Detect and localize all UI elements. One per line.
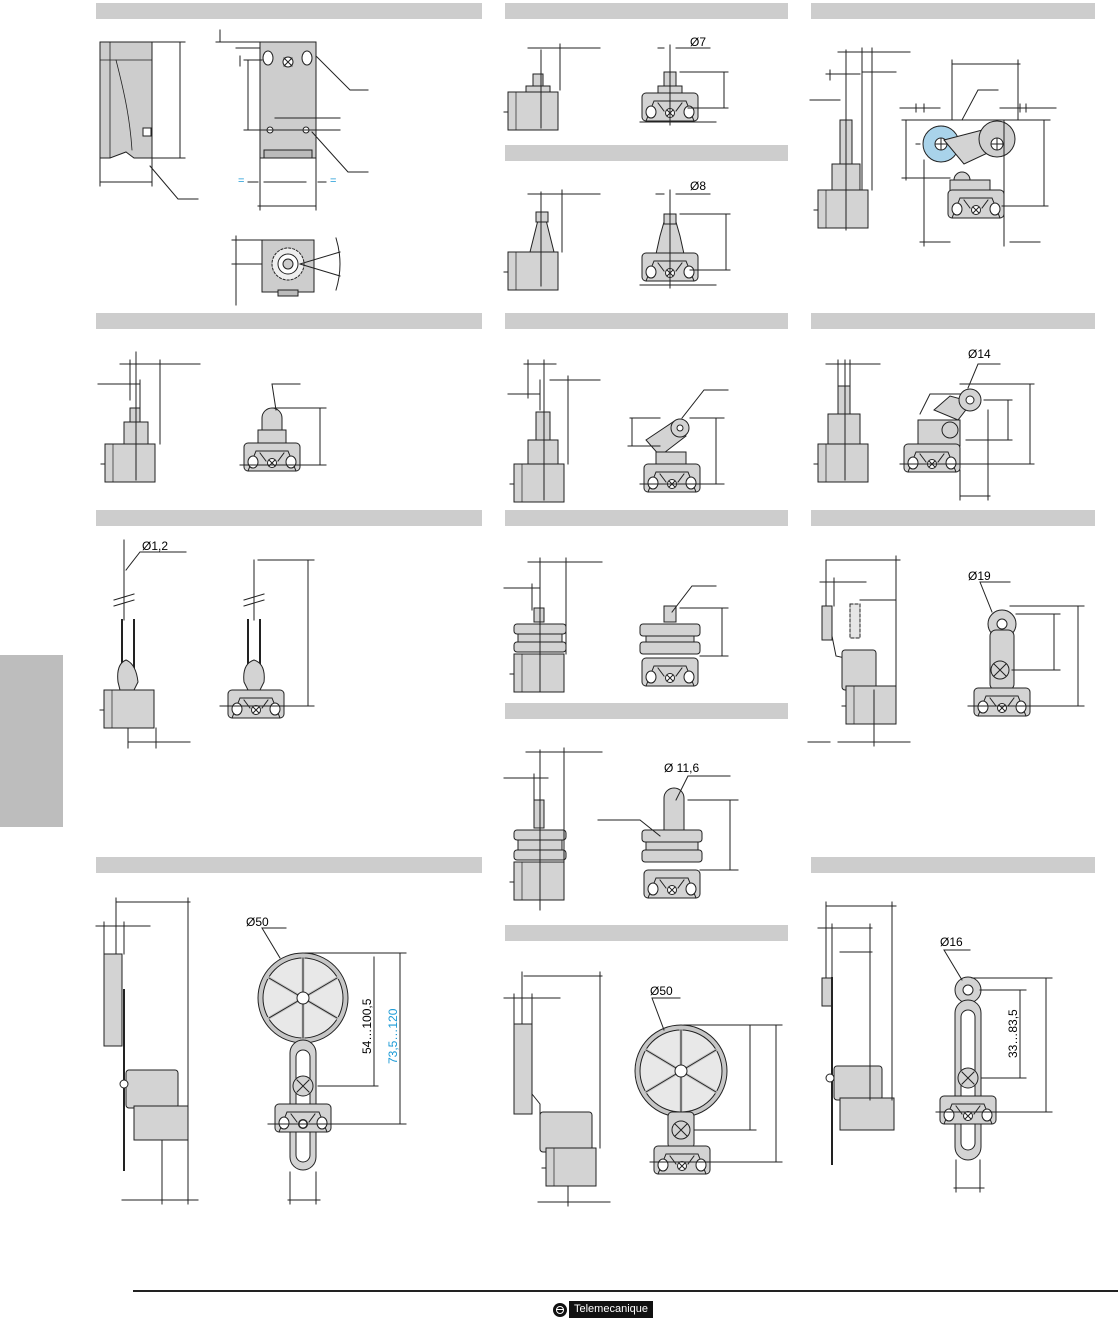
dim-d8: Ø8	[690, 179, 706, 193]
dim-d16: Ø16	[940, 935, 963, 949]
section-header-adjustable-wheel	[96, 857, 482, 873]
adjustable-roller-front	[935, 949, 1053, 1193]
adjustable-wheel-side	[95, 897, 199, 1205]
equal-sign-left: =	[238, 175, 244, 187]
threaded-roller-side	[503, 747, 603, 911]
rod-lever-front	[967, 581, 1085, 717]
section-header-threaded-roller	[505, 703, 788, 719]
threaded-plunger-side	[503, 557, 603, 693]
section-header-threaded-plunger	[505, 510, 788, 526]
telemecanique-logo-icon	[553, 1302, 567, 1317]
equal-sign-right: =	[330, 175, 336, 187]
boot-plunger-front	[639, 189, 731, 289]
wheel-lever-front	[634, 997, 783, 1175]
section-header-boot-plunger	[505, 145, 788, 161]
side-tab	[0, 655, 63, 827]
roller-plunger-side	[97, 351, 201, 483]
spring-rod-front	[219, 559, 315, 719]
roller-lever-plunger-side	[507, 359, 601, 503]
roller-plunger-front	[239, 383, 327, 472]
spring-rod-side	[99, 539, 191, 749]
pin-plunger-side	[503, 43, 601, 131]
dim-d1-2: Ø1,2	[142, 539, 168, 553]
pin-plunger-front	[639, 44, 729, 126]
dim-range-54-100-5: 54…100,5	[360, 998, 374, 1054]
dim-d50-a: Ø50	[246, 915, 269, 929]
footer-brand: Telemecanique	[553, 1301, 653, 1318]
section-header-roller-plunger	[96, 313, 482, 329]
section-header-pin-plunger	[505, 3, 788, 19]
section-header-rod-lever	[811, 510, 1095, 526]
dim-d7: Ø7	[690, 35, 706, 49]
section-header-body	[96, 3, 482, 19]
adjustable-wheel-front	[257, 927, 407, 1205]
threaded-plunger-front	[639, 585, 729, 687]
roller-lever-plunger-front	[627, 389, 729, 493]
threaded-roller-front	[597, 775, 739, 899]
wheel-lever-side	[503, 971, 611, 1207]
section-header-roller-lever-d14	[811, 313, 1095, 329]
dim-d14: Ø14	[968, 347, 991, 361]
section-header-roller-lever-plunger	[505, 313, 788, 329]
dim-d19: Ø19	[968, 569, 991, 583]
body-top-view	[231, 235, 341, 306]
adjustable-roller-side	[817, 901, 897, 1165]
dim-range-73-5-120: 73,5…120	[386, 1008, 400, 1064]
roller-lever-front	[899, 59, 1057, 247]
section-header-adjustable-roller	[811, 857, 1095, 873]
dim-d50-b: Ø50	[650, 984, 673, 998]
section-header-spring-rod	[96, 510, 482, 526]
dim-d11-6: Ø 11,6	[664, 761, 699, 775]
roller-lever-side	[809, 47, 911, 231]
brand-name: Telemecanique	[569, 1301, 653, 1318]
section-header-roller-lever	[811, 3, 1095, 19]
rod-lever-side	[807, 555, 911, 747]
dim-range-33-83-5: 33…83,5	[1006, 1009, 1020, 1058]
roller-lever-d14-side	[813, 359, 881, 483]
body-drawing	[99, 41, 199, 200]
body-front-drawing	[215, 29, 369, 211]
section-header-wheel-lever	[505, 925, 788, 941]
roller-lever-d14-front	[899, 363, 1035, 501]
boot-plunger-side	[503, 189, 601, 291]
footer-rule	[133, 1290, 1118, 1292]
